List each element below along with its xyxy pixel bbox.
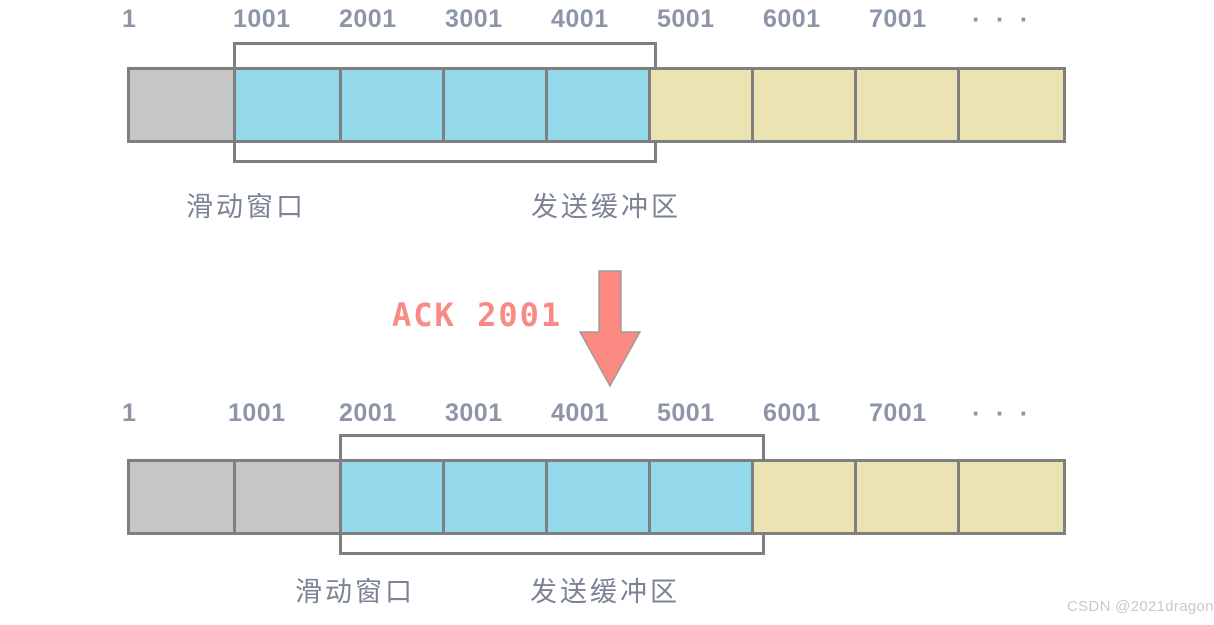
- tick-label: 3001: [445, 5, 503, 33]
- tick-ellipsis: · · ·: [972, 398, 1033, 428]
- tick-label: 6001: [763, 399, 821, 427]
- segment-window[interactable]: [339, 459, 445, 535]
- top-row-tick-labels: 1 1001 2001 3001 4001 5001 6001 7001 · ·…: [0, 4, 1214, 38]
- segment-unsent[interactable]: [957, 67, 1066, 143]
- tick-label: 5001: [657, 399, 715, 427]
- segment-window[interactable]: [545, 67, 651, 143]
- tick-label: 1001: [228, 399, 286, 427]
- bottom-row-send-buffer-caption: 发送缓冲区: [530, 577, 680, 608]
- bottom-row-buffer-strip: [127, 459, 1066, 535]
- segment-unsent[interactable]: [854, 67, 960, 143]
- ack-label: ACK 2001: [392, 296, 563, 334]
- bottom-row-sliding-window-caption: 滑动窗口: [295, 577, 415, 608]
- segment-window[interactable]: [648, 459, 754, 535]
- segment-acked[interactable]: [127, 459, 236, 535]
- tick-label: 4001: [551, 399, 609, 427]
- ack-down-arrow: [578, 269, 642, 389]
- tick-label: 2001: [339, 399, 397, 427]
- tick-ellipsis: · · ·: [972, 4, 1033, 34]
- segment-acked[interactable]: [233, 459, 342, 535]
- tick-label: 4001: [551, 5, 609, 33]
- tick-label: 1: [122, 5, 137, 33]
- tick-label: 5001: [657, 5, 715, 33]
- tick-label: 7001: [869, 399, 927, 427]
- csdn-watermark: CSDN @2021dragon: [1067, 598, 1214, 615]
- segment-unsent[interactable]: [957, 459, 1066, 535]
- tick-label: 1: [122, 399, 137, 427]
- segment-window[interactable]: [233, 67, 342, 143]
- segment-unsent[interactable]: [751, 67, 857, 143]
- segment-acked[interactable]: [127, 67, 236, 143]
- tick-label: 3001: [445, 399, 503, 427]
- down-arrow-icon: [578, 270, 642, 388]
- top-row-buffer-strip: [127, 67, 1066, 143]
- bottom-row-tick-labels: 1 1001 2001 3001 4001 5001 6001 7001 · ·…: [0, 398, 1214, 432]
- top-row-send-buffer-caption: 发送缓冲区: [531, 192, 681, 223]
- segment-window[interactable]: [442, 67, 548, 143]
- segment-unsent[interactable]: [751, 459, 857, 535]
- segment-window[interactable]: [545, 459, 651, 535]
- top-row-sliding-window-caption: 滑动窗口: [186, 192, 306, 223]
- segment-unsent[interactable]: [648, 67, 754, 143]
- tick-label: 2001: [339, 5, 397, 33]
- tick-label: 6001: [763, 5, 821, 33]
- segment-window[interactable]: [339, 67, 445, 143]
- tick-label: 7001: [869, 5, 927, 33]
- tick-label: 1001: [233, 5, 291, 33]
- segment-window[interactable]: [442, 459, 548, 535]
- segment-unsent[interactable]: [854, 459, 960, 535]
